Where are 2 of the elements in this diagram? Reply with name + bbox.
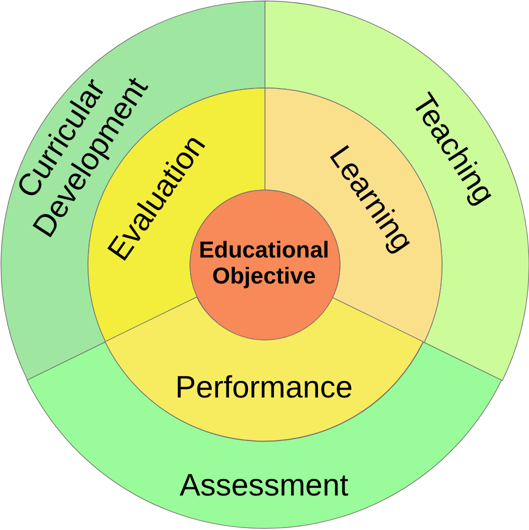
segment-label: Assessment xyxy=(180,468,348,504)
segment-label: Performance xyxy=(175,370,353,406)
